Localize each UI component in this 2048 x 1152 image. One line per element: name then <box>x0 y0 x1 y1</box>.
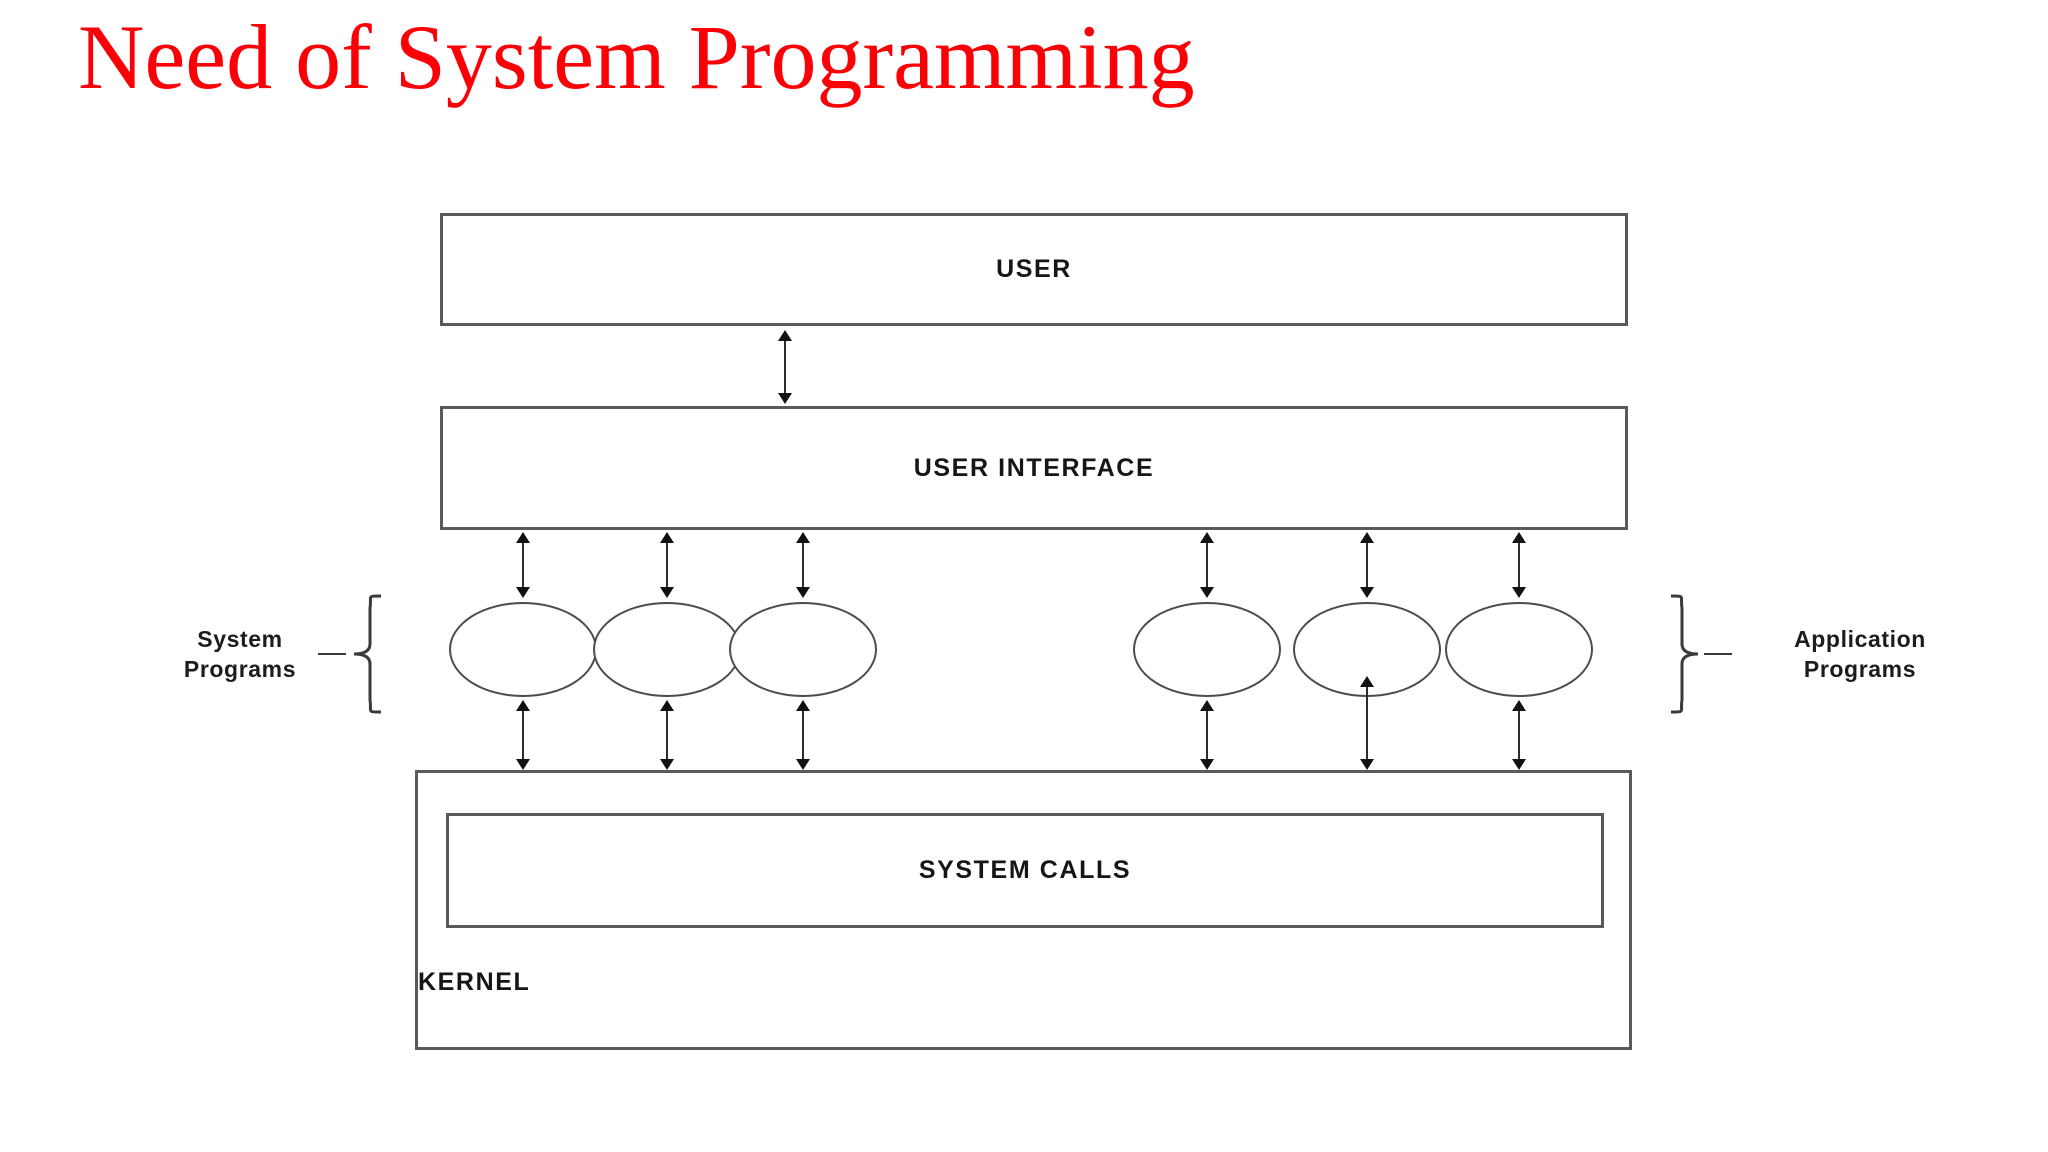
arrow-head-up-icon <box>660 532 674 543</box>
arrow-head-down-icon <box>660 587 674 598</box>
program-ellipse-6 <box>1445 602 1593 697</box>
label-application-programs: Application Programs <box>1794 626 1926 683</box>
arrow-head-down-icon <box>1512 759 1526 770</box>
arrow-head-down-icon <box>660 759 674 770</box>
arrow-line <box>802 706 804 764</box>
arrow-line <box>666 538 668 592</box>
box-user-interface: USER INTERFACE <box>440 406 1628 530</box>
arrow-line <box>1206 706 1208 764</box>
connector-program-5-to-kernel <box>1356 676 1378 770</box>
connector-program-2-to-kernel <box>656 700 678 770</box>
connector-ui-to-program-2 <box>656 532 678 598</box>
left-curly-brace-icon <box>353 594 382 714</box>
arrow-head-up-icon <box>1512 532 1526 543</box>
arrow-head-up-icon <box>516 700 530 711</box>
connector-user-to-user-interface <box>774 330 796 404</box>
arrow-head-down-icon <box>516 587 530 598</box>
arrow-head-up-icon <box>778 330 792 341</box>
arrow-head-up-icon <box>796 700 810 711</box>
arrow-head-up-icon <box>1200 532 1214 543</box>
box-user-interface-label: USER INTERFACE <box>913 453 1155 482</box>
box-system-calls-label: SYSTEM CALLS <box>918 856 1132 884</box>
connector-program-6-to-kernel <box>1508 700 1530 770</box>
arrow-head-down-icon <box>1200 587 1214 598</box>
arrow-line <box>1518 538 1520 592</box>
connector-program-3-to-kernel <box>792 700 814 770</box>
box-kernel: SYSTEM CALLS KERNEL <box>415 770 1632 1050</box>
connector-ui-to-program-5 <box>1356 532 1378 598</box>
box-kernel-label-wrap: KERNEL <box>418 968 1629 997</box>
box-user-label: USER <box>996 255 1072 283</box>
arrow-head-up-icon <box>660 700 674 711</box>
arrow-head-down-icon <box>1512 587 1526 598</box>
arrow-line <box>1366 538 1368 592</box>
arrow-line <box>522 538 524 592</box>
label-system-programs: System Programs <box>183 626 297 683</box>
arrow-head-down-icon <box>1360 587 1374 598</box>
arrow-line <box>1206 538 1208 592</box>
program-ellipse-4 <box>1133 602 1281 697</box>
arrow-head-down-icon <box>1200 759 1214 770</box>
right-brace-tick <box>1704 653 1732 655</box>
connector-program-1-to-kernel <box>512 700 534 770</box>
arrow-line <box>1518 706 1520 764</box>
connector-ui-to-program-1 <box>512 532 534 598</box>
connector-ui-to-program-4 <box>1196 532 1218 598</box>
arrow-line <box>666 706 668 764</box>
arrow-head-down-icon <box>516 759 530 770</box>
arrow-head-up-icon <box>1360 676 1374 687</box>
right-curly-brace-icon <box>1670 594 1699 714</box>
box-kernel-label: KERNEL <box>418 968 531 996</box>
program-ellipse-1 <box>449 602 597 697</box>
arrow-head-down-icon <box>1360 759 1374 770</box>
connector-ui-to-program-6 <box>1508 532 1530 598</box>
connector-ui-to-program-3 <box>792 532 814 598</box>
arrow-head-up-icon <box>1360 532 1374 543</box>
page-title: Need of System Programming <box>78 6 1195 108</box>
box-system-calls: SYSTEM CALLS <box>446 813 1604 928</box>
left-brace-tick <box>318 653 346 655</box>
program-ellipse-3 <box>729 602 877 697</box>
arrow-head-down-icon <box>796 759 810 770</box>
arrow-line <box>522 706 524 764</box>
arrow-line <box>784 336 786 398</box>
arrow-head-down-icon <box>778 393 792 404</box>
arrow-head-down-icon <box>796 587 810 598</box>
box-user: USER <box>440 213 1628 326</box>
connector-program-4-to-kernel <box>1196 700 1218 770</box>
arrow-line <box>802 538 804 592</box>
arrow-line <box>1366 682 1368 764</box>
arrow-head-up-icon <box>1200 700 1214 711</box>
arrow-head-up-icon <box>516 532 530 543</box>
arrow-head-up-icon <box>796 532 810 543</box>
arrow-head-up-icon <box>1512 700 1526 711</box>
program-ellipse-2 <box>593 602 741 697</box>
